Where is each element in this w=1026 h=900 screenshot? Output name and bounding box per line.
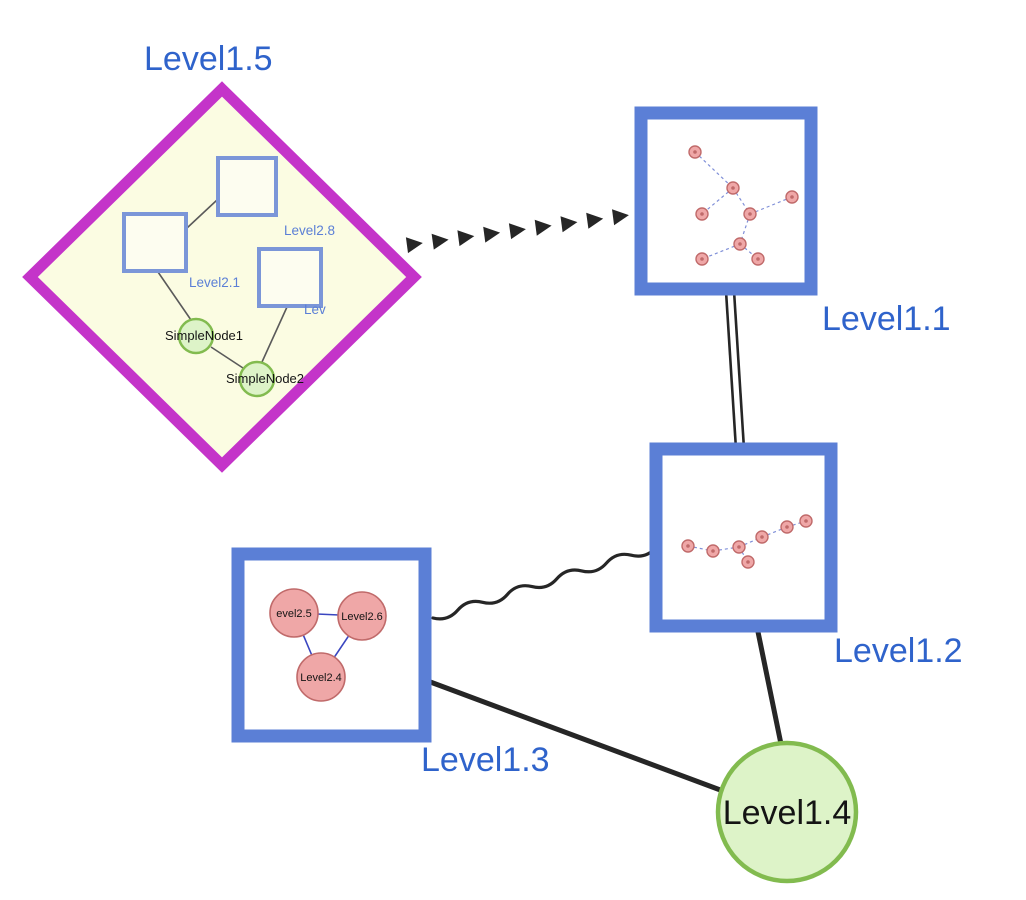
- level2-node[interactable]: [269, 588, 319, 638]
- small-node-dot: [686, 544, 690, 548]
- node-label-level1-4: Level1.4: [723, 794, 852, 832]
- level2-node-label: Level2.4: [300, 672, 342, 684]
- inner-group-node[interactable]: [216, 156, 278, 217]
- level2-node[interactable]: [296, 652, 346, 702]
- inner-group-label: Lev: [304, 302, 326, 317]
- small-node-dot: [804, 519, 808, 523]
- group-node-level1-2[interactable]: [649, 442, 838, 633]
- small-edge: [701, 243, 741, 260]
- group-frame: [649, 442, 838, 633]
- small-node-dot: [693, 150, 697, 154]
- arrowhead: [586, 212, 604, 229]
- arrowhead: [508, 223, 526, 240]
- arrowhead: [483, 226, 501, 243]
- node-label-level1-1: Level1.1: [822, 300, 951, 338]
- inner-group-node[interactable]: [122, 212, 188, 273]
- simple-node[interactable]: [177, 317, 215, 355]
- edge-stroke: [422, 677, 726, 794]
- small-node-dot: [738, 242, 742, 246]
- level2-node-label: Level2.6: [341, 611, 383, 623]
- simple-node-label: SimpleNode1: [165, 328, 243, 343]
- group-node-level1-5[interactable]: Level2.8Level2.1LevSimpleNode1SimpleNode…: [22, 81, 422, 473]
- inner-graph-level1-1: [688, 145, 799, 266]
- small-edge: [761, 526, 788, 538]
- small-node-dot: [737, 545, 741, 549]
- inner-edge: [210, 346, 244, 369]
- inner-graph-level1-2: [681, 514, 813, 569]
- arrowhead: [612, 209, 629, 226]
- inner-edge: [186, 199, 218, 229]
- arrowhead: [534, 219, 552, 236]
- edge-stroke: [754, 624, 784, 747]
- small-node-dot: [756, 257, 760, 261]
- edge-stroke: [724, 291, 738, 450]
- small-node-dot: [700, 212, 704, 216]
- group-node-level1-1[interactable]: [634, 106, 818, 296]
- inner-edge: [261, 306, 288, 363]
- small-node-dot: [760, 535, 764, 539]
- diamond-shape: [22, 81, 422, 473]
- node-label-level1-5: Level1.5: [144, 40, 273, 78]
- small-node-dot: [790, 195, 794, 199]
- node-label-level1-3: Level1.3: [421, 741, 550, 779]
- edge-level1-5-to-level1-1[interactable]: [405, 209, 629, 254]
- arrowhead: [431, 233, 449, 250]
- group-frame: [634, 106, 818, 296]
- arrowhead: [405, 237, 423, 254]
- small-node-dot: [711, 549, 715, 553]
- small-node-dot: [785, 525, 789, 529]
- inner-group-node[interactable]: [257, 247, 323, 308]
- node-level1-4[interactable]: Level1.4: [715, 740, 859, 884]
- inner-group-label: Level2.8: [284, 223, 335, 238]
- inner-group-label: Level2.1: [189, 275, 240, 290]
- inner-edge: [157, 271, 192, 321]
- level2-node[interactable]: [337, 591, 387, 641]
- edge-stroke: [732, 290, 746, 449]
- arrowhead: [560, 216, 578, 233]
- small-edge: [712, 546, 740, 552]
- edge-level1-3-to-level1-2[interactable]: [431, 545, 658, 621]
- node-label-level1-2: Level1.2: [834, 632, 963, 670]
- edge-level1-2-to-level1-4[interactable]: [754, 624, 784, 747]
- small-edge: [701, 187, 734, 215]
- group-node-level1-3[interactable]: [231, 547, 432, 743]
- level2-node-label: evel2.5: [276, 608, 311, 620]
- small-node-dot: [731, 186, 735, 190]
- edge-stroke: [431, 545, 658, 621]
- small-node-dot: [748, 212, 752, 216]
- edge-level1-3-to-level1-4[interactable]: [422, 677, 726, 794]
- small-edge: [749, 196, 793, 215]
- small-edge: [687, 545, 714, 552]
- edge-level1-1-to-level1-2[interactable]: [724, 290, 746, 450]
- simple-node[interactable]: [238, 360, 276, 398]
- group-frame: [231, 547, 432, 743]
- small-node-dot: [746, 560, 750, 564]
- arrowhead: [457, 230, 475, 247]
- small-edge: [694, 151, 734, 189]
- small-node-dot: [700, 257, 704, 261]
- simple-node-label: SimpleNode2: [226, 371, 304, 386]
- leaf-circle: [715, 740, 859, 884]
